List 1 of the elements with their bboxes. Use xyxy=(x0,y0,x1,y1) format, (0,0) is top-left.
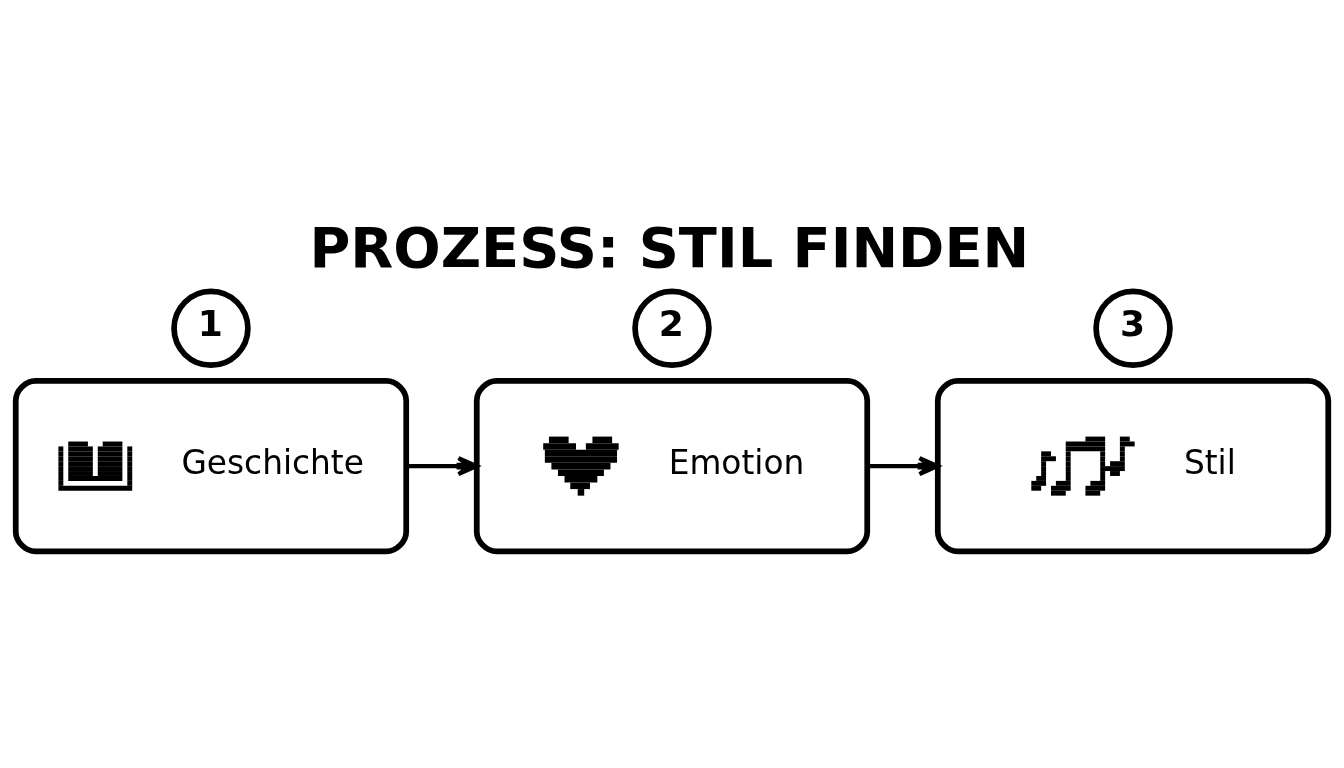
diagram-title: PROZESS: STIL FINDEN xyxy=(309,214,1030,280)
